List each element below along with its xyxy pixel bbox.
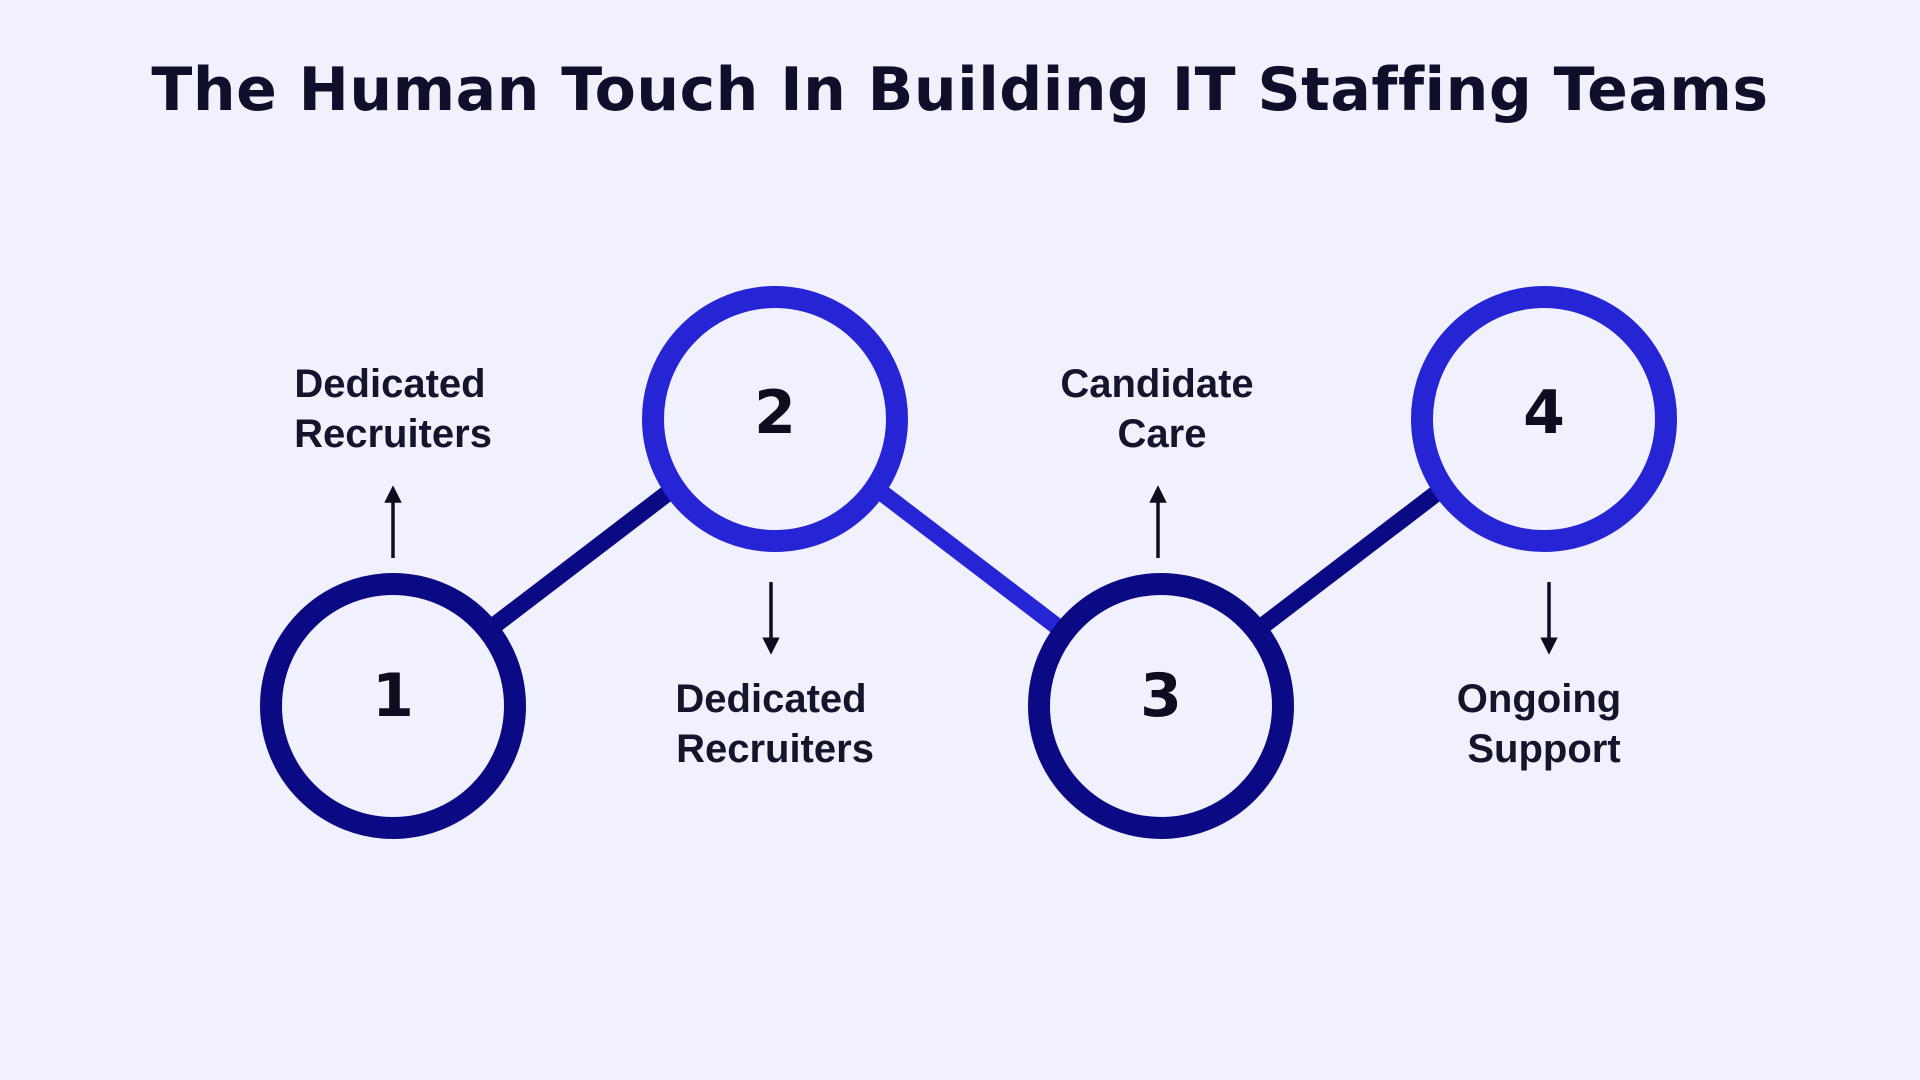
step-2-circle	[642, 286, 908, 552]
step-4-number: 4	[1523, 378, 1565, 448]
step-1-circle	[260, 573, 526, 839]
step-1-label-line1: Dedicated	[294, 362, 485, 406]
step-3-circle	[1028, 573, 1294, 839]
step-3-number: 3	[1140, 661, 1182, 731]
step-2-label-line2: Recruiters	[676, 727, 874, 771]
step-1-label-line2: Recruiters	[294, 412, 492, 456]
step-4-label-line1: Ongoing	[1457, 677, 1621, 721]
step-2-label-line1: Dedicated	[675, 677, 866, 721]
connector-2-3	[871, 482, 1065, 635]
step-1-number: 1	[372, 661, 414, 731]
connector-3-4	[1254, 482, 1448, 635]
step-4-label-line2: Support	[1467, 727, 1620, 771]
page-title: The Human Touch In Building IT Staffing …	[151, 55, 1769, 125]
step-2-number: 2	[754, 378, 796, 448]
step-4-circle	[1411, 286, 1677, 552]
step-3-label-line1: Candidate	[1060, 362, 1253, 406]
step-3-label-line2: Care	[1118, 412, 1207, 456]
connector-1-2	[485, 482, 679, 635]
